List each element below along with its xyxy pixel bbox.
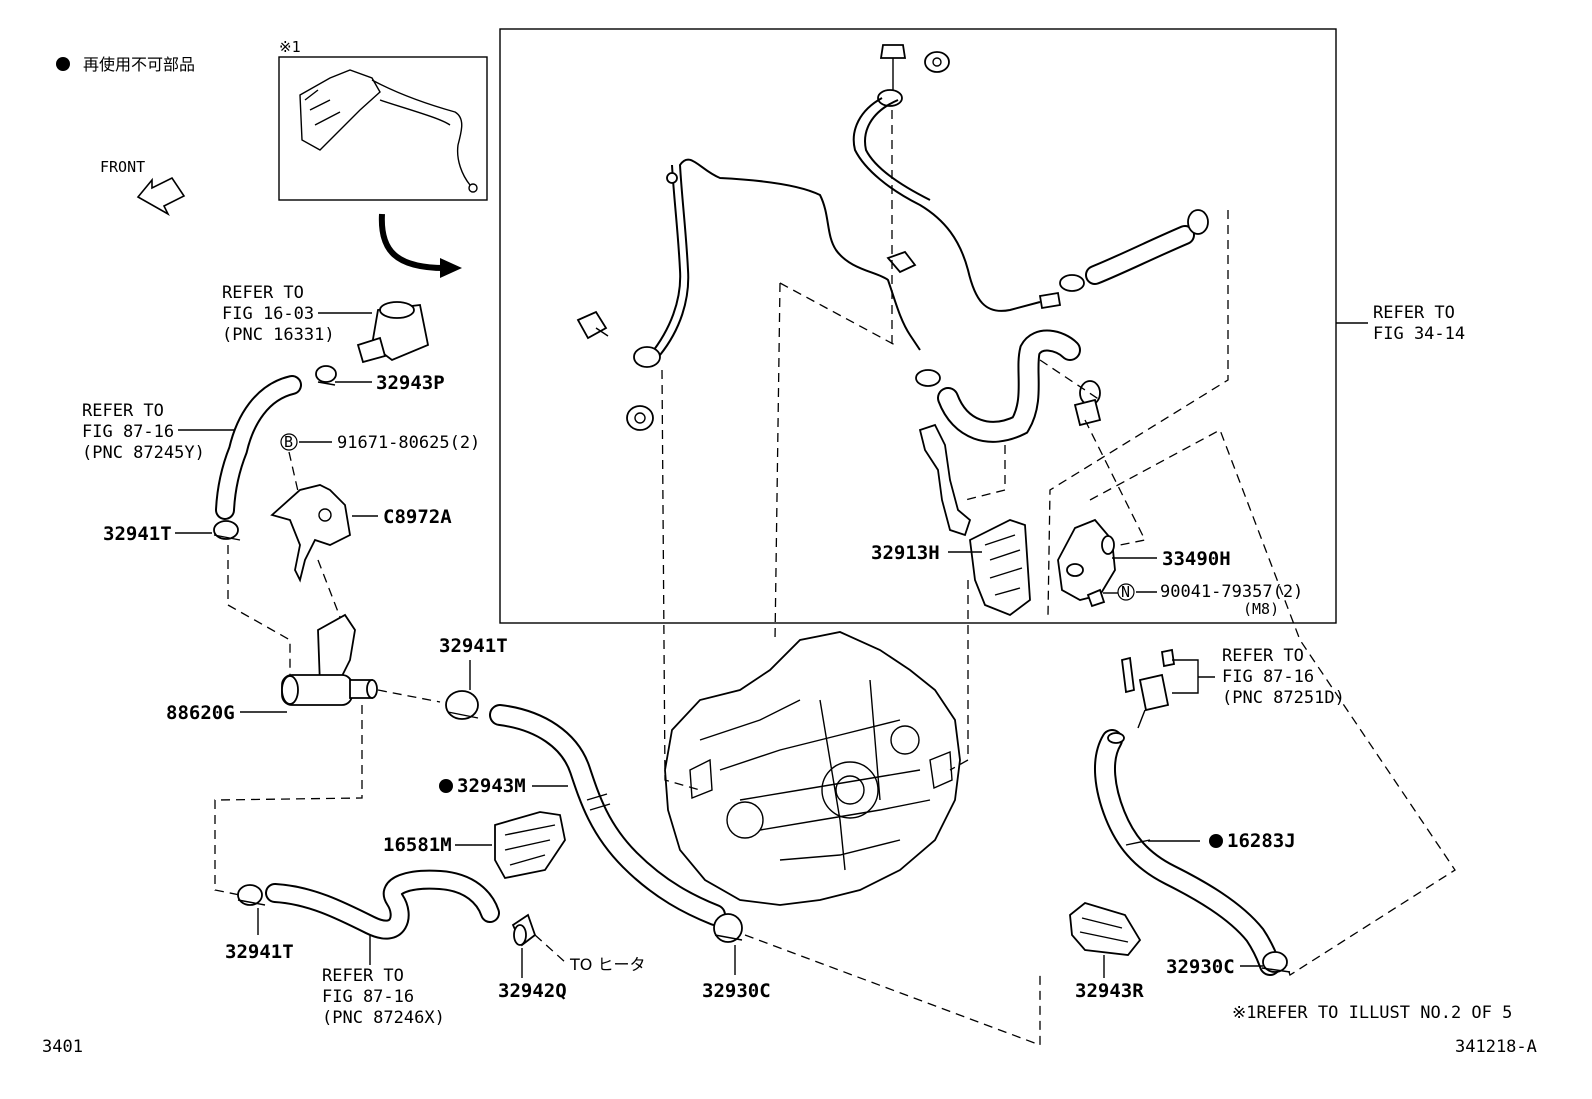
- front-arrow-icon: [136, 176, 186, 216]
- part-C8972A: C8972A: [383, 506, 452, 528]
- hose-upper-middle: [915, 329, 1102, 443]
- clamp-32942Q: [511, 913, 537, 947]
- non-reusable-dot-icon-16283J: [1209, 834, 1223, 848]
- water-outlet-fitting: [356, 301, 430, 364]
- clamp-32941T-b: [445, 690, 479, 720]
- bracket-16581M: [494, 811, 566, 880]
- marker-n: [1117, 583, 1135, 601]
- page-code-right: 341218-A: [1455, 1037, 1537, 1057]
- part-32941T-a: 32941T: [103, 523, 172, 545]
- ref-fig87-16x-line1: REFER TO: [322, 966, 404, 986]
- valve-88620G: [281, 613, 378, 706]
- part-32941T-c: 32941T: [225, 941, 294, 963]
- clamp-32941T-a: [213, 520, 241, 541]
- hose-upper-left: [215, 375, 302, 520]
- bracket-32913H: [969, 519, 1031, 617]
- part-90041-79357: 90041-79357(2): [1160, 582, 1303, 602]
- clamp-32930C-b: [1261, 951, 1291, 973]
- part-33490H: 33490H: [1162, 548, 1231, 570]
- ref-fig87-16d-line1: REFER TO: [1222, 646, 1304, 666]
- part-32913H: 32913H: [871, 542, 940, 564]
- part-32942Q: 32942Q: [498, 980, 567, 1002]
- ref-fig16-03-line3: (PNC 16331): [222, 325, 335, 345]
- ref-fig87-16y-line1: REFER TO: [82, 401, 164, 421]
- ref-fig87-16y-line2: FIG 87-16: [82, 422, 174, 442]
- part-32930C-b: 32930C: [1166, 956, 1235, 978]
- part-32941T-b: 32941T: [439, 635, 508, 657]
- transaxle-assembly: [664, 631, 961, 906]
- ref-fig87-16d-line3: (PNC 87251D): [1222, 688, 1345, 708]
- marker-b: [280, 433, 298, 451]
- clamp-32941T-c: [237, 884, 266, 906]
- hose-upper-right: [1059, 209, 1209, 292]
- inset-frame: [278, 56, 488, 201]
- sensor-fitting: [1121, 648, 1176, 729]
- bolt-size-m8: (M8): [1243, 600, 1279, 618]
- page-code-left: 3401: [42, 1037, 83, 1057]
- ref-fig87-16y-line3: (PNC 87245Y): [82, 443, 205, 463]
- clamp-32930C-a: [713, 913, 743, 943]
- ref-fig16-03-line1: REFER TO: [222, 283, 304, 303]
- part-88620G: 88620G: [166, 702, 235, 724]
- legend-text: 再使用不可部品: [83, 55, 195, 74]
- marker-n-text: N: [1121, 583, 1130, 601]
- non-reusable-dot-icon-32943M: [439, 779, 453, 793]
- inset-pointer-arrowhead: [440, 258, 462, 278]
- wire-harness-illustration: [299, 69, 478, 193]
- hose-center-long: [489, 704, 726, 926]
- detail-frame: [499, 28, 1337, 624]
- hose-16283J: [1094, 729, 1281, 976]
- inset-note-mark: ※1: [279, 38, 301, 56]
- non-reusable-dot-icon: [56, 57, 70, 71]
- inset-pointer-arrow: [378, 213, 446, 271]
- clamp-32943P: [315, 365, 337, 386]
- valve-33490H: [1057, 518, 1116, 608]
- part-32943M: 32943M: [457, 775, 526, 797]
- part-16283J: 16283J: [1227, 830, 1296, 852]
- part-32943R: 32943R: [1075, 980, 1144, 1002]
- hose-lower-left: [265, 869, 500, 940]
- ref-fig34-14-line1: REFER TO: [1373, 303, 1455, 323]
- ref-fig34-14-line2: FIG 34-14: [1373, 324, 1465, 344]
- part-91671-80625: 91671-80625(2): [337, 433, 480, 453]
- ref-fig87-16x-line2: FIG 87-16: [322, 987, 414, 1007]
- front-label: FRONT: [100, 158, 145, 176]
- marker-b-text: B: [284, 433, 293, 451]
- part-16581M: 16581M: [383, 834, 452, 856]
- part-32943P: 32943P: [376, 372, 445, 394]
- bracket-C8972A: [270, 484, 351, 583]
- part-32930C-a: 32930C: [702, 980, 771, 1002]
- ref-fig87-16x-line3: (PNC 87246X): [322, 1008, 445, 1028]
- ref-fig87-16d-line2: FIG 87-16: [1222, 667, 1314, 687]
- clamp-32943R: [1069, 902, 1142, 956]
- ref-fig16-03-line2: FIG 16-03: [222, 304, 314, 324]
- to-heater-label: TO ヒータ: [569, 955, 645, 974]
- footnote: ※1REFER TO ILLUST NO.2 OF 5: [1232, 1003, 1512, 1023]
- hv-cable-assembly: [576, 158, 921, 431]
- radiator-sensor-line: [852, 44, 1062, 312]
